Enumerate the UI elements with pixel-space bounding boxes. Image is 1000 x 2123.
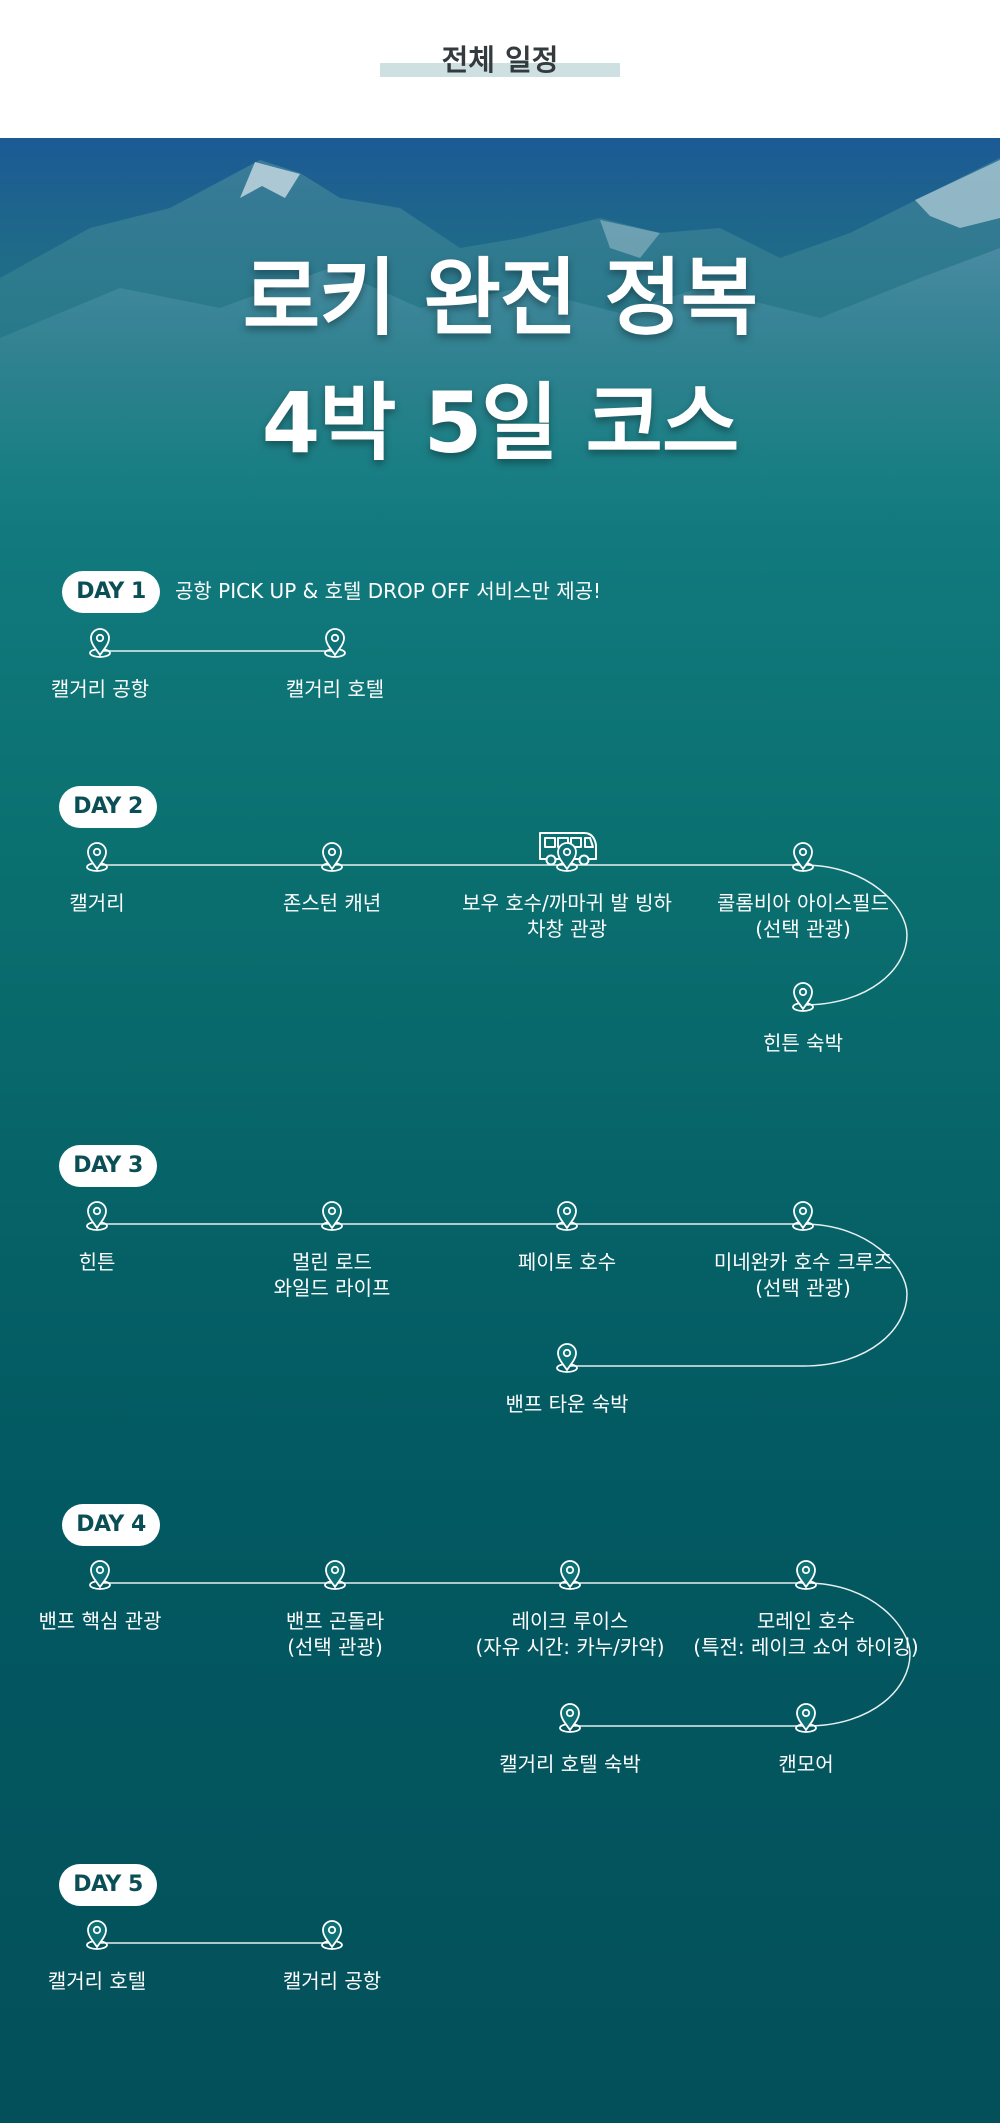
stop-label-line: 캘거리 공항 [50, 677, 150, 701]
map-pin-icon [795, 1703, 817, 1733]
stop-label: 밴프 타운 숙박 [447, 1391, 687, 1417]
stop-label: 밴프 곤돌라(선택 관광) [215, 1608, 455, 1660]
stop-label-line: 힌튼 숙박 [763, 1031, 843, 1055]
stop-label-line: 콜롬비아 아이스필드 [717, 891, 889, 915]
map-pin-icon [792, 1201, 814, 1231]
stop-pins [86, 628, 817, 1950]
header-highlight [380, 63, 620, 77]
stop-label-line: 밴프 타운 숙박 [505, 1392, 629, 1416]
stop-label-line: (선택 관광) [755, 1276, 851, 1300]
day-3-badge: DAY 3 [59, 1145, 157, 1187]
map-pin-icon [321, 842, 343, 872]
stop-label-line: 존스턴 캐년 [282, 891, 382, 915]
stop-label-line: 캘거리 [69, 891, 125, 915]
stop-label: 존스턴 캐년 [212, 890, 452, 916]
day-4-badge: DAY 4 [62, 1504, 160, 1546]
itinerary-main: 로키 완전 정복 4박 5일 코스 DAY 1 공항 PICK UP & 호텔 … [0, 138, 1000, 2123]
stop-label: 힌튼 [0, 1249, 217, 1275]
stop-label-line: 캘거리 호텔 숙박 [499, 1752, 641, 1776]
stop-label: 캘거리 호텔 숙박 [450, 1751, 690, 1777]
stop-label: 모레인 호수(특전: 레이크 쇼어 하이킹) [686, 1608, 926, 1660]
stop-label-line: 캔모어 [778, 1752, 834, 1776]
day-2-route-line [97, 864, 908, 1006]
day-1-note: 공항 PICK UP & 호텔 DROP OFF 서비스만 제공! [175, 579, 602, 603]
stop-label-line: 모레인 호수 [756, 1609, 856, 1633]
map-pin-icon [556, 842, 578, 872]
stop-label-line: 밴프 곤돌라 [285, 1609, 385, 1633]
map-pin-icon [559, 1560, 581, 1590]
day-3-route-line [97, 1223, 908, 1367]
stop-label: 캘거리 공항 [0, 676, 220, 702]
map-pin-icon [321, 1201, 343, 1231]
map-pin-icon [89, 1560, 111, 1590]
stop-label-line: 보우 호수/까마귀 발 빙하 [462, 891, 672, 915]
hero-title-line-2: 4박 5일 코스 [261, 374, 740, 472]
stop-label: 미네완카 호수 크루즈(선택 관광) [683, 1249, 923, 1301]
map-pin-icon [89, 628, 111, 658]
stop-label-line: 레이크 루이스 [511, 1609, 629, 1633]
stop-label-line: 캘거리 호텔 [285, 677, 385, 701]
map-pin-icon [792, 842, 814, 872]
stop-label: 밴프 핵심 관광 [0, 1608, 220, 1634]
map-pin-icon [86, 1920, 108, 1950]
stop-label: 캘거리 호텔 [0, 1968, 217, 1994]
stop-label: 페이토 호수 [447, 1249, 687, 1275]
stop-label: 캘거리 호텔 [215, 676, 455, 702]
day-2-badge: DAY 2 [59, 786, 157, 828]
stop-label-line: 힌튼 [78, 1250, 116, 1274]
map-pin-icon [559, 1703, 581, 1733]
stop-label-line: (특전: 레이크 쇼어 하이킹) [693, 1635, 919, 1659]
stop-label-line: 캘거리 호텔 [47, 1969, 147, 1993]
stop-label: 캘거리 공항 [212, 1968, 452, 1994]
day-1-badge: DAY 1 [62, 571, 160, 613]
header-title-wrap: 전체 일정 [380, 40, 620, 80]
stop-label-line: (선택 관광) [755, 917, 851, 941]
day-5-badge: DAY 5 [59, 1864, 157, 1906]
map-pin-icon [86, 842, 108, 872]
stop-label-line: 밴프 핵심 관광 [38, 1609, 162, 1633]
map-pin-icon [556, 1343, 578, 1373]
stop-label: 캘거리 [0, 890, 217, 916]
stop-label-line: 미네완카 호수 크루즈 [713, 1250, 893, 1274]
stop-label-line: 캘거리 공항 [282, 1969, 382, 1993]
page-title: 전체 일정 [441, 43, 559, 77]
route-map [86, 628, 911, 1950]
stop-label: 레이크 루이스(자유 시간: 카누/카약) [450, 1608, 690, 1660]
stop-label-line: (자유 시간: 카누/카약) [475, 1635, 665, 1659]
route-lines [97, 650, 911, 1944]
header: 전체 일정 [0, 0, 1000, 138]
stop-label-line: 멀린 로드 [292, 1250, 372, 1274]
map-pin-icon [321, 1920, 343, 1950]
stop-label: 힌튼 숙박 [683, 1030, 923, 1056]
stop-label-line: 와일드 라이프 [273, 1276, 391, 1300]
hero-title-line-1: 로키 완전 정복 [242, 249, 758, 347]
stop-label: 콜롬비아 아이스필드(선택 관광) [683, 890, 923, 942]
map-pin-icon [86, 1201, 108, 1231]
day-4-route-line [100, 1582, 911, 1727]
map-pin-icon [792, 982, 814, 1012]
map-pin-icon [795, 1560, 817, 1590]
map-pin-icon [324, 628, 346, 658]
stop-label: 캔모어 [686, 1751, 926, 1777]
stop-label-line: 페이토 호수 [517, 1250, 617, 1274]
stop-label-line: (선택 관광) [287, 1635, 383, 1659]
mountain-background [0, 158, 1000, 558]
stop-label-line: 차창 관광 [527, 917, 607, 941]
map-pin-icon [324, 1560, 346, 1590]
map-pin-icon [556, 1201, 578, 1231]
